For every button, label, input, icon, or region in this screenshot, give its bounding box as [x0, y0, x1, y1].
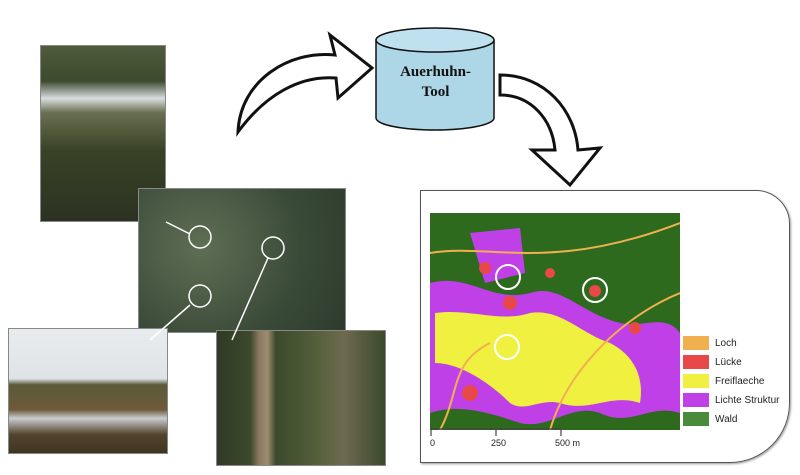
arrow-to-tool-icon: [236, 31, 375, 137]
legend-item-loch: Loch: [683, 336, 737, 350]
aerial-circle-2: [261, 236, 285, 260]
tool-label: Auerhuhn- Tool: [378, 62, 493, 102]
aerial-circle-1: [188, 225, 212, 249]
scale-tick-500: 500 m: [555, 438, 581, 448]
scale-tick-250: 250: [491, 438, 507, 448]
database-cylinder-icon: [375, 27, 495, 131]
legend-swatch: [683, 355, 709, 369]
legend-swatch: [683, 412, 709, 426]
photo-forest: [216, 330, 386, 466]
legend-item-lichte-struktur: Lichte Struktur: [683, 393, 779, 407]
legend-label: Lichte Struktur: [715, 394, 780, 406]
legend-item-luecke: Lücke: [683, 355, 742, 369]
legend-item-freiflaeche: Freiflaeche: [683, 374, 764, 388]
tool-label-line1: Auerhuhn-: [400, 64, 471, 80]
legend-label: Wald: [715, 413, 738, 425]
legend-swatch: [683, 393, 709, 407]
legend-item-wald: Wald: [683, 412, 737, 426]
aerial-circle-3: [188, 284, 212, 308]
legend-label: Freiflaeche: [715, 375, 765, 387]
result-map-panel: [420, 190, 790, 463]
arrow-to-map-icon: [498, 73, 604, 188]
legend-label: Lücke: [715, 356, 742, 368]
habitat-map: [430, 213, 680, 430]
legend-label: Loch: [715, 337, 737, 349]
legend-swatch: [683, 374, 709, 388]
legend-swatch: [683, 336, 709, 350]
scale-tick-0: 0: [430, 438, 436, 448]
scale-bar: [430, 428, 562, 436]
photo-heath: [8, 328, 168, 454]
tool-label-line2: Tool: [421, 84, 450, 100]
aerial-photo: [138, 188, 346, 333]
